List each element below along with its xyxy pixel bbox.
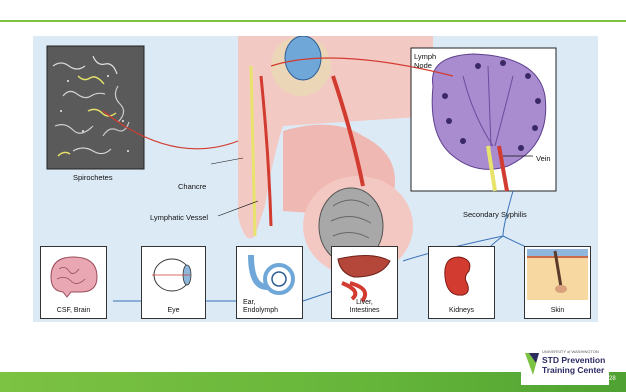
kidney-icon [429, 247, 494, 302]
anatomy-illustration [33, 36, 598, 322]
secondary-syphilis-label: Secondary Syphilis [463, 210, 527, 219]
eye-icon [142, 247, 205, 302]
cochlea-icon [237, 247, 302, 302]
genital-anatomy [238, 36, 433, 276]
organ-card-ear: Ear, Endolymph [236, 246, 303, 319]
organ-card-label: Eye [142, 307, 205, 315]
vein-label: Vein [536, 154, 551, 163]
organ-card-label: Ear, Endolymph [243, 299, 302, 315]
logo-mark-icon [523, 349, 541, 379]
organ-card-kidney: Kidneys [428, 246, 495, 319]
spirochetes-micrograph [47, 46, 144, 169]
organ-card-label: CSF, Brain [41, 307, 106, 315]
organ-card-brain: CSF, Brain [40, 246, 107, 319]
top-accent-bar [0, 0, 626, 22]
syphilis-dissemination-figure: Spirochetes Lymph Node Chancre Lymphatic… [33, 36, 598, 322]
organ-card-label: Skin [525, 307, 590, 315]
organ-card-liver: Liver, Intestines [331, 246, 398, 319]
brain-icon [41, 247, 106, 302]
spirochetes-label: Spirochetes [73, 173, 113, 182]
liver-icon [332, 247, 397, 302]
page-number: 28 [609, 376, 616, 382]
organ-card-skin: Skin [524, 246, 591, 319]
logo-line1: STD Prevention [542, 355, 605, 365]
skin-icon [525, 247, 590, 302]
organ-card-eye: Eye [141, 246, 206, 319]
std-ptc-logo: UNIVERSITY of WASHINGTON STD Prevention … [521, 345, 609, 385]
lymphatic-vessel-label: Lymphatic Vessel [150, 213, 208, 222]
logo-university-text: UNIVERSITY of WASHINGTON [542, 349, 599, 354]
chancre-label: Chancre [178, 182, 206, 191]
logo-line2: Training Center [542, 365, 604, 375]
lymph-node-label: Lymph Node [414, 52, 436, 70]
organ-card-label: Kidneys [429, 307, 494, 315]
organ-card-label: Liver, Intestines [332, 299, 397, 315]
